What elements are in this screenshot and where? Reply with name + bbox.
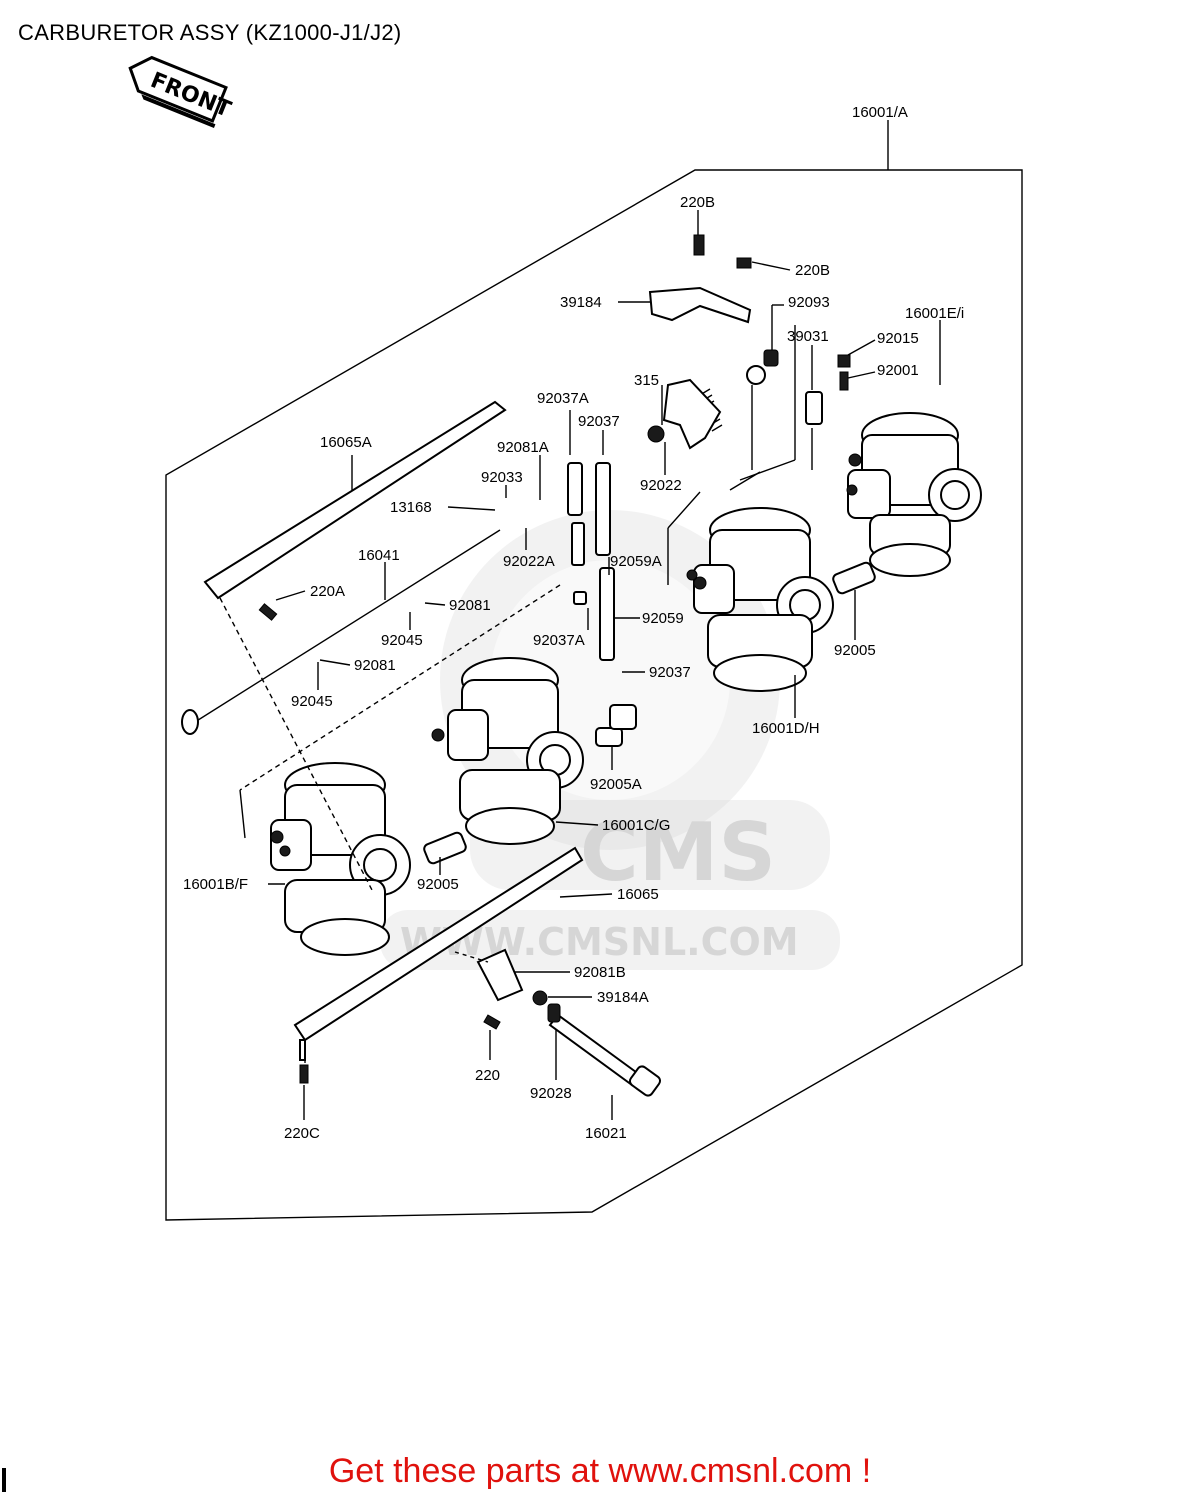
bolt-16021	[547, 1003, 661, 1097]
carburetor-16001E	[846, 412, 982, 577]
label-220B-right: 220B	[795, 262, 830, 279]
bracket-39184	[648, 234, 752, 324]
shaft-16041	[181, 529, 501, 735]
label-92015: 92015	[877, 330, 919, 347]
label-16001Ei: 16001E/i	[905, 305, 964, 322]
label-39184A: 39184A	[597, 989, 649, 1006]
label-92045-b: 92045	[291, 693, 333, 710]
footer-cta: Get these parts at www.cmsnl.com !	[0, 1452, 1200, 1491]
spring-92093	[763, 349, 779, 367]
edge-marker	[2, 1468, 6, 1492]
label-220C: 220C	[284, 1125, 320, 1142]
label-39031: 39031	[787, 328, 829, 345]
label-16001BF: 16001B/F	[183, 876, 248, 893]
label-220A: 220A	[310, 583, 345, 600]
label-16065A: 16065A	[320, 434, 372, 451]
part-labels: 16001/A 220B 220B 39184 92093 16001E/i 3…	[183, 104, 964, 1142]
label-92001: 92001	[877, 362, 919, 379]
carburetor-16001B	[270, 762, 411, 956]
label-92005-left: 92005	[417, 876, 459, 893]
screw-92015	[837, 354, 851, 391]
label-92081A: 92081A	[497, 439, 549, 456]
throttle-lever-315	[647, 378, 722, 450]
joint-92005-right	[832, 561, 876, 595]
label-92022A: 92022A	[503, 553, 555, 570]
label-92005A: 92005A	[590, 776, 642, 793]
pipes-92059	[567, 462, 615, 661]
carburetor-16001D	[686, 507, 834, 692]
label-315: 315	[634, 372, 659, 389]
front-arrow: FRONT	[128, 55, 234, 128]
label-92059A: 92059A	[610, 553, 662, 570]
joint-92005A	[595, 704, 637, 747]
label-16021: 16021	[585, 1125, 627, 1142]
joint-92005-left	[423, 831, 467, 865]
label-92081-b: 92081	[354, 657, 396, 674]
label-16001DH: 16001D/H	[752, 720, 820, 737]
label-16001A: 16001/A	[852, 104, 908, 121]
label-92037A-top: 92037A	[537, 390, 589, 407]
label-92037-mid: 92037	[649, 664, 691, 681]
label-39184: 39184	[560, 294, 602, 311]
label-92045-a: 92045	[381, 632, 423, 649]
label-92059: 92059	[642, 610, 684, 627]
label-92037-top: 92037	[578, 413, 620, 430]
label-92081B: 92081B	[574, 964, 626, 981]
label-16041: 16041	[358, 547, 400, 564]
assembly-outline	[165, 120, 1023, 1221]
watermark-letters: CMS	[580, 806, 776, 899]
bar-16065A	[203, 400, 507, 600]
label-92093: 92093	[788, 294, 830, 311]
label-16001CG: 16001C/G	[602, 817, 670, 834]
label-220B-top: 220B	[680, 194, 715, 211]
leader-lines	[219, 210, 941, 1120]
cmsnl-link[interactable]: Get these parts at www.cmsnl.com !	[328, 1452, 872, 1490]
carburetor-16001C	[431, 657, 584, 845]
label-13168: 13168	[390, 499, 432, 516]
label-92028: 92028	[530, 1085, 572, 1102]
cap-39031	[805, 391, 823, 425]
page-title: CARBURETOR ASSY (KZ1000-J1/J2)	[18, 20, 402, 45]
label-92037A-mid: 92037A	[533, 632, 585, 649]
label-92081-a: 92081	[449, 597, 491, 614]
label-92005-right: 92005	[834, 642, 876, 659]
label-92022: 92022	[640, 477, 682, 494]
label-220: 220	[475, 1067, 500, 1084]
screws-220	[258, 603, 501, 1084]
watermark: CMS WWW.CMSNL.COM	[380, 510, 840, 970]
label-16065: 16065	[617, 886, 659, 903]
bracket-39184A	[476, 948, 548, 1006]
label-92033: 92033	[481, 469, 523, 486]
